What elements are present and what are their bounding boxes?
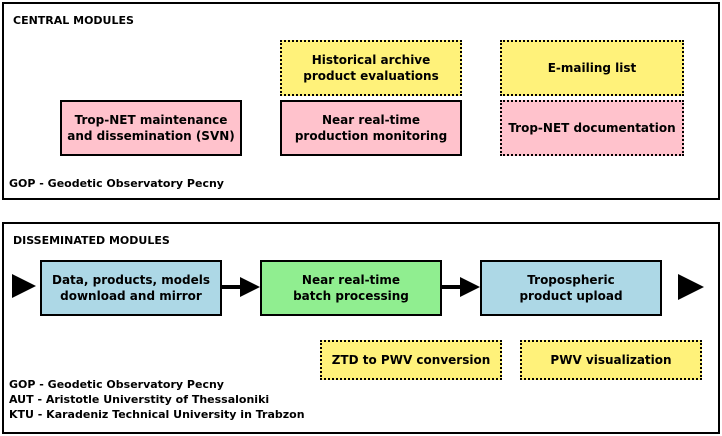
disseminated-modules-title: DISSEMINATED MODULES xyxy=(13,234,170,247)
product-upload-box: Tropospheric product upload xyxy=(480,260,662,316)
disseminated-footnote-gop: GOP - Geodetic Observatory Pecny xyxy=(9,378,224,391)
emailing-list-label: E-mailing list xyxy=(547,61,637,75)
central-footnote-gop: GOP - Geodetic Observatory Pecny xyxy=(9,177,224,190)
emailing-list-box: E-mailing list xyxy=(500,40,684,96)
historical-archive-box: Historical archive product evaluations xyxy=(280,40,462,96)
tropnet-maintenance-box: Trop-NET maintenance and dissemination (… xyxy=(60,100,242,156)
central-modules-title: CENTRAL MODULES xyxy=(13,14,134,27)
near-realtime-monitoring-box: Near real-time production monitoring xyxy=(280,100,462,156)
tropnet-maintenance-label: Trop-NET maintenance and dissemination (… xyxy=(67,113,235,143)
entry-arrow-head xyxy=(12,274,36,298)
historical-archive-label: Historical archive product evaluations xyxy=(303,53,439,83)
disseminated-modules-panel: DISSEMINATED MODULES xyxy=(2,222,720,434)
batch-processing-box: Near real-time batch processing xyxy=(260,260,442,316)
ztd-pwv-label: ZTD to PWV conversion xyxy=(331,353,491,367)
tropnet-documentation-label: Trop-NET documentation xyxy=(508,121,676,135)
near-realtime-monitoring-label: Near real-time production monitoring xyxy=(294,113,448,143)
pwv-visualization-box: PWV visualization xyxy=(520,340,702,380)
exit-arrow-head xyxy=(678,274,704,300)
disseminated-footnote-aut: AUT - Aristotle Universtity of Thessalon… xyxy=(9,393,270,406)
arrow-download-to-batch-head xyxy=(240,277,260,297)
disseminated-footnote-ktu: KTU - Karadeniz Technical University in … xyxy=(9,408,305,421)
data-download-label: Data, products, models download and mirr… xyxy=(52,273,210,303)
data-download-box: Data, products, models download and mirr… xyxy=(40,260,222,316)
tropnet-documentation-box: Trop-NET documentation xyxy=(500,100,684,156)
arrow-batch-to-upload-head xyxy=(460,277,480,297)
batch-processing-label: Near real-time batch processing xyxy=(293,273,409,303)
pwv-visualization-label: PWV visualization xyxy=(550,353,672,367)
ztd-pwv-box: ZTD to PWV conversion xyxy=(320,340,502,380)
product-upload-label: Tropospheric product upload xyxy=(519,273,623,303)
